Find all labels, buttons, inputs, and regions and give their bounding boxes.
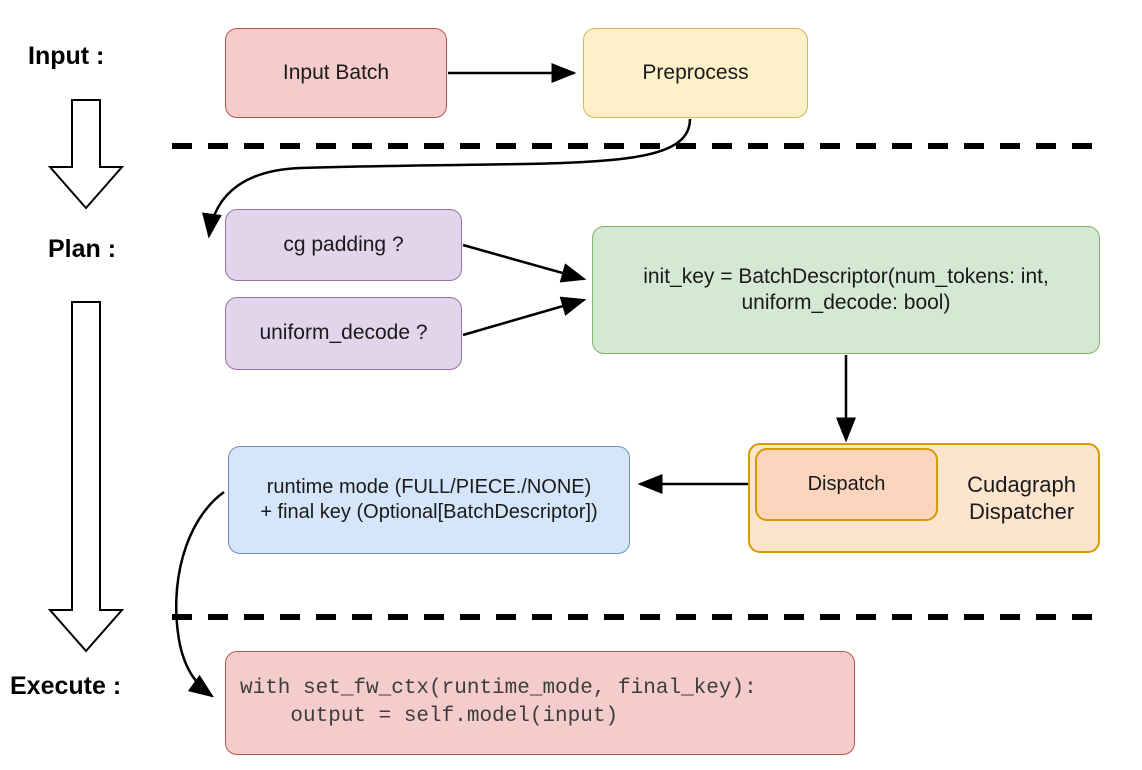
edge-runtime-mode-to-execute-code	[174, 490, 225, 698]
node-input-batch-label: Input Batch	[282, 60, 390, 84]
node-init-key-line-2: uniform_decode: bool)	[741, 291, 951, 314]
plan-to-execute-block-arrow	[47, 301, 125, 653]
node-preprocess[interactable]: Preprocess	[583, 28, 808, 118]
stage-label-plan: Plan :	[48, 235, 117, 263]
node-cg-padding-label: cg padding ?	[283, 232, 404, 256]
node-cudagraph-dispatcher-text: Cudagraph Dispatcher	[967, 471, 1076, 526]
node-init-key-line-1: init_key = BatchDescriptor(num_tokens: i…	[643, 264, 1049, 288]
edge-uniform-decode-to-init-key	[462, 296, 587, 337]
node-execute-code-line-2: output = self.model(input)	[240, 705, 619, 728]
node-uniform-decode[interactable]: uniform_decode ?	[225, 297, 462, 370]
edge-cg-padding-to-init-key	[462, 243, 587, 283]
node-init-key[interactable]: init_key = BatchDescriptor(num_tokens: i…	[592, 226, 1100, 354]
node-execute-code-text: with set_fw_ctx(runtime_mode, final_key)…	[240, 675, 757, 732]
node-runtime-mode-line-2: + final key (Optional[BatchDescriptor])	[260, 501, 598, 523]
edge-preprocess-to-cg-padding	[202, 118, 692, 239]
node-preprocess-label: Preprocess	[642, 60, 749, 84]
node-runtime-mode[interactable]: runtime mode (FULL/PIECE./NONE) + final …	[228, 446, 630, 554]
input-to-plan-block-arrow	[47, 99, 125, 210]
node-dispatch[interactable]: Dispatch	[755, 448, 938, 521]
node-init-key-text: init_key = BatchDescriptor(num_tokens: i…	[643, 264, 1049, 317]
stage-label-execute: Execute :	[10, 672, 122, 700]
node-execute-code[interactable]: with set_fw_ctx(runtime_mode, final_key)…	[225, 651, 855, 755]
node-input-batch[interactable]: Input Batch	[225, 28, 447, 118]
node-dispatch-label: Dispatch	[807, 473, 886, 495]
node-runtime-mode-line-1: runtime mode (FULL/PIECE./NONE)	[266, 476, 592, 498]
node-cudagraph-dispatcher-line-1: Cudagraph	[967, 471, 1076, 497]
node-execute-code-line-1: with set_fw_ctx(runtime_mode, final_key)…	[240, 676, 757, 700]
node-runtime-mode-text: runtime mode (FULL/PIECE./NONE) + final …	[260, 475, 597, 525]
node-cg-padding[interactable]: cg padding ?	[225, 209, 462, 281]
stage-label-input: Input :	[28, 42, 105, 70]
node-uniform-decode-label: uniform_decode ?	[259, 321, 428, 345]
node-cudagraph-dispatcher-line-2: Dispatcher	[968, 499, 1075, 524]
